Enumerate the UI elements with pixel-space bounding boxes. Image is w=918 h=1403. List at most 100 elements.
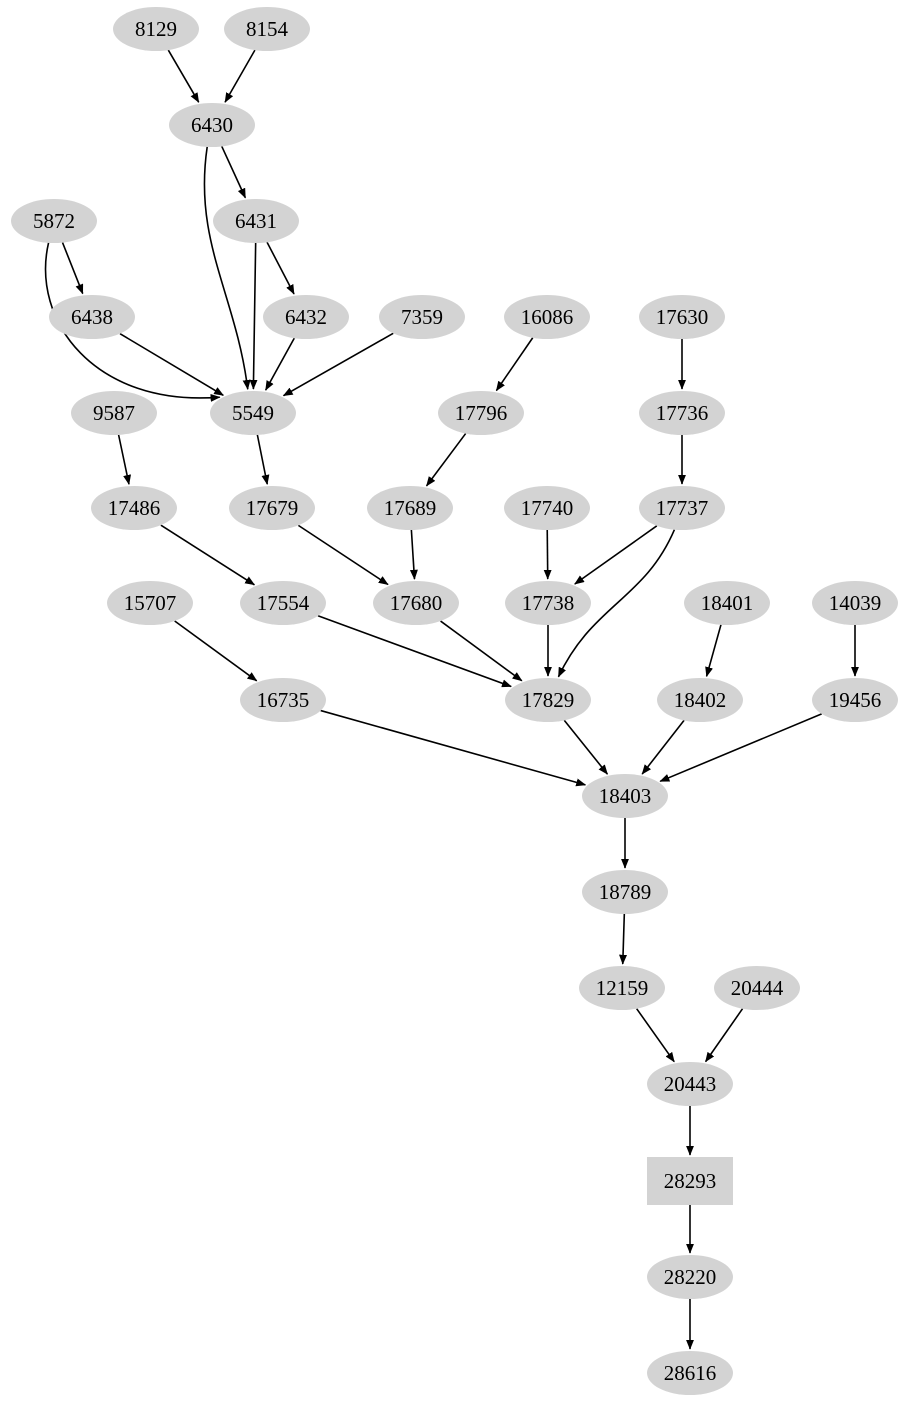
graph-edge-6430-to-6431 bbox=[221, 146, 247, 199]
graph-node-14039[interactable]: 14039 bbox=[812, 581, 898, 625]
graph-edge-17679-to-17680 bbox=[297, 524, 389, 586]
node-label: 17486 bbox=[107, 495, 161, 520]
graph-edge-18789-to-12159 bbox=[619, 913, 628, 965]
graph-edge-6431-to-5549 bbox=[249, 242, 258, 390]
graph-node-18401[interactable]: 18401 bbox=[684, 581, 770, 625]
graph-node-28293[interactable]: 28293 bbox=[647, 1157, 733, 1205]
graph-edge-17689-to-17680 bbox=[409, 529, 418, 580]
graph-edge-18401-to-18402 bbox=[705, 624, 722, 678]
node-label: 17679 bbox=[245, 495, 299, 520]
graph-node-18789[interactable]: 18789 bbox=[582, 870, 668, 914]
graph-edge-5549-to-17679 bbox=[256, 434, 270, 485]
node-label: 8129 bbox=[135, 16, 177, 41]
node-label: 12159 bbox=[595, 975, 649, 1000]
graph-edge-9587-to-17486 bbox=[117, 434, 132, 485]
graph-edge-7359-to-5549 bbox=[282, 332, 394, 397]
graph-node-19456[interactable]: 19456 bbox=[812, 678, 898, 722]
graph-node-5872[interactable]: 5872 bbox=[11, 199, 97, 243]
node-label: 19456 bbox=[828, 687, 882, 712]
node-label: 17796 bbox=[454, 400, 508, 425]
node-label: 17736 bbox=[655, 400, 709, 425]
graph-node-8129[interactable]: 8129 bbox=[113, 7, 199, 51]
graph-node-28616[interactable]: 28616 bbox=[647, 1351, 733, 1395]
graph-node-17796[interactable]: 17796 bbox=[438, 391, 524, 435]
graph-node-15707[interactable]: 15707 bbox=[107, 581, 193, 625]
node-label: 18402 bbox=[673, 687, 727, 712]
node-label: 6431 bbox=[235, 208, 277, 233]
node-label: 18401 bbox=[700, 590, 754, 615]
node-label: 6430 bbox=[191, 112, 233, 137]
graph-edge-8129-to-6430 bbox=[167, 49, 200, 103]
graph-node-17679[interactable]: 17679 bbox=[229, 486, 315, 530]
node-label: 6432 bbox=[285, 304, 327, 329]
graph-node-6431[interactable]: 6431 bbox=[213, 199, 299, 243]
graph-node-17738[interactable]: 17738 bbox=[505, 581, 591, 625]
node-label: 17554 bbox=[256, 590, 310, 615]
graph-edge-15707-to-16735 bbox=[174, 620, 258, 682]
graph-node-7359[interactable]: 7359 bbox=[379, 295, 465, 339]
node-label: 5549 bbox=[232, 400, 274, 425]
graph-node-20444[interactable]: 20444 bbox=[714, 966, 800, 1010]
graph-node-17740[interactable]: 17740 bbox=[504, 486, 590, 530]
node-label: 17689 bbox=[383, 495, 437, 520]
graph-edge-17680-to-17829 bbox=[440, 620, 523, 682]
graph-node-17630[interactable]: 17630 bbox=[639, 295, 725, 339]
node-label: 15707 bbox=[123, 590, 177, 615]
graph-node-6430[interactable]: 6430 bbox=[169, 103, 255, 147]
graph-node-12159[interactable]: 12159 bbox=[579, 966, 665, 1010]
graph-edge-12159-to-20443 bbox=[635, 1008, 675, 1063]
graph-edge-6431-to-6432 bbox=[266, 241, 295, 295]
graph-node-8154[interactable]: 8154 bbox=[224, 7, 310, 51]
node-label: 16735 bbox=[256, 687, 310, 712]
graph-node-18402[interactable]: 18402 bbox=[657, 678, 743, 722]
node-label: 17738 bbox=[521, 590, 575, 615]
node-label: 20443 bbox=[663, 1071, 717, 1096]
graph-edge-17554-to-17829 bbox=[317, 615, 512, 688]
graph-edge-6432-to-5549 bbox=[264, 337, 296, 391]
graph-node-17736[interactable]: 17736 bbox=[639, 391, 725, 435]
graph-node-17680[interactable]: 17680 bbox=[373, 581, 459, 625]
node-label: 28293 bbox=[663, 1168, 717, 1193]
graph-node-6432[interactable]: 6432 bbox=[263, 295, 349, 339]
graph-node-28220[interactable]: 28220 bbox=[647, 1255, 733, 1299]
graph-edge-17796-to-17689 bbox=[425, 433, 467, 487]
graph-edge-17486-to-17554 bbox=[160, 524, 256, 586]
graph-edge-6438-to-5549 bbox=[119, 333, 224, 396]
node-label: 16086 bbox=[520, 304, 574, 329]
node-label: 28220 bbox=[663, 1264, 717, 1289]
graph-node-20443[interactable]: 20443 bbox=[647, 1062, 733, 1106]
graph-node-17486[interactable]: 17486 bbox=[91, 486, 177, 530]
graph-node-17554[interactable]: 17554 bbox=[240, 581, 326, 625]
node-label: 9587 bbox=[93, 400, 135, 425]
graph-node-17737[interactable]: 17737 bbox=[639, 486, 725, 530]
graph-edge-17829-to-18403 bbox=[563, 719, 609, 775]
graph-node-6438[interactable]: 6438 bbox=[49, 295, 135, 339]
graph-edge-16086-to-17796 bbox=[495, 337, 534, 392]
graph-node-16086[interactable]: 16086 bbox=[504, 295, 590, 339]
node-label: 18789 bbox=[598, 879, 652, 904]
node-label: 7359 bbox=[401, 304, 443, 329]
node-label: 18403 bbox=[598, 783, 652, 808]
node-label: 6438 bbox=[71, 304, 113, 329]
node-label: 20444 bbox=[730, 975, 784, 1000]
graph-edge-18402-to-18403 bbox=[641, 719, 685, 775]
node-label: 28616 bbox=[663, 1360, 717, 1385]
node-label: 17740 bbox=[520, 495, 574, 520]
node-label: 8154 bbox=[246, 16, 288, 41]
graph-node-9587[interactable]: 9587 bbox=[71, 391, 157, 435]
graph-edge-17740-to-17738 bbox=[543, 529, 552, 580]
node-label: 14039 bbox=[828, 590, 882, 615]
graph-edge-17737-to-17738 bbox=[574, 525, 658, 585]
node-label: 17630 bbox=[655, 304, 709, 329]
node-label: 17829 bbox=[521, 687, 575, 712]
graph-node-17689[interactable]: 17689 bbox=[367, 486, 453, 530]
graph-edge-8154-to-6430 bbox=[224, 49, 256, 103]
graph-node-17829[interactable]: 17829 bbox=[505, 678, 591, 722]
graph-node-18403[interactable]: 18403 bbox=[582, 774, 668, 818]
graph-edge-6430-to-5549 bbox=[203, 146, 251, 390]
node-label: 5872 bbox=[33, 208, 75, 233]
graph-node-16735[interactable]: 16735 bbox=[240, 678, 326, 722]
graph-node-5549[interactable]: 5549 bbox=[210, 391, 296, 435]
